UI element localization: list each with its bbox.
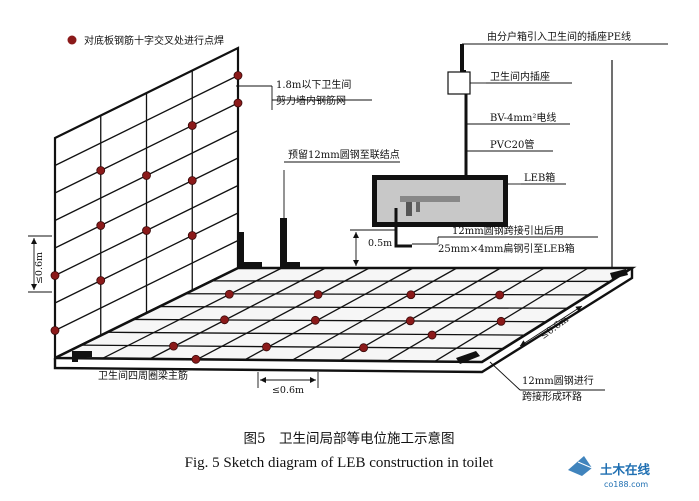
callout-leaders <box>179 82 605 391</box>
weld-dot <box>233 71 243 80</box>
weld-dot <box>310 315 320 325</box>
floor-bar-b <box>185 293 590 296</box>
caption-en: Fig. 5 Sketch diagram of LEB constructio… <box>185 455 495 471</box>
weld-dot <box>187 231 197 240</box>
watermark-sub: co188.com <box>604 480 648 489</box>
pvc-pipe-label: PVC20管 <box>490 138 534 151</box>
weld-dot <box>427 330 437 340</box>
floor-rebar-mesh <box>53 266 637 374</box>
dim-05m <box>350 229 396 269</box>
flat-steel-label-1: 12mm圆钢跨接引出后用 <box>452 224 564 237</box>
legend-weld-dot-icon <box>67 35 77 45</box>
reserve-steel-label: 预留12mm圆钢至联结点 <box>288 148 400 161</box>
floor-bar-a <box>434 267 589 363</box>
floor-bar-b <box>133 318 547 323</box>
weld-dot <box>187 121 197 130</box>
weld-dot <box>359 343 369 353</box>
weld-dot <box>96 166 106 175</box>
dim-wall-spacing <box>28 235 52 293</box>
weld-dot <box>220 315 229 325</box>
toilet-socket-box <box>447 71 471 95</box>
dim-floor-bottom <box>257 372 319 388</box>
height-05-label: 0.5m <box>368 238 392 249</box>
weld-dot <box>313 290 323 299</box>
floor-bar-a <box>244 267 414 361</box>
weld-dot <box>96 221 106 230</box>
watermark-text: 土木在线 <box>600 462 651 477</box>
legend-label: 对底板钢筋十字交叉处进行点焊 <box>84 34 224 47</box>
weld-dot <box>169 341 178 351</box>
floor-bar-b <box>211 280 611 283</box>
weld-dot <box>142 171 151 180</box>
weld-dot <box>406 290 416 300</box>
wall-mesh-label-2: 剪力墙内钢筋网 <box>276 94 346 107</box>
weld-dot <box>50 271 60 280</box>
toilet-socket-label: 卫生间内插座 <box>490 70 550 83</box>
floor-bar-a <box>386 267 545 362</box>
ring-label-2: 跨接形成环路 <box>522 390 582 403</box>
weld-dot <box>224 289 234 299</box>
weld-dot <box>142 226 151 235</box>
floor-bar-a <box>149 267 326 360</box>
ring-label-1: 12mm圆钢进行 <box>522 374 594 387</box>
floor-bar-a <box>197 267 370 360</box>
beam-rebar-label: 卫生间四周圈梁主筋 <box>98 369 188 382</box>
weld-dot <box>187 176 197 185</box>
weld-dots-group <box>50 71 506 364</box>
wall-mesh-label-1: 1.8m以下卫生间 <box>276 78 351 91</box>
leb-box-label: LEB箱 <box>524 171 555 184</box>
weld-dot <box>191 354 201 364</box>
beam-rebar-perimeter <box>72 218 628 364</box>
weld-dot <box>233 98 243 108</box>
bv-wire-label: BV-4mm²电线 <box>490 111 556 124</box>
watermark-logo: 土木在线 co188.com <box>568 456 651 489</box>
dim-floor-right <box>519 305 583 347</box>
flat-steel-link <box>394 208 412 248</box>
floor-bar-a <box>291 267 458 361</box>
floor-bar-b <box>159 305 568 309</box>
leb-box <box>372 175 508 227</box>
weld-dot <box>96 276 106 285</box>
pe-source-label: 由分户箱引入卫生间的插座PE线 <box>487 30 631 43</box>
caption-cn: 图5 卫生间局部等电位施工示意图 <box>243 430 454 447</box>
wall-spacing-label: ≤0.6m <box>34 252 45 284</box>
weld-dot <box>50 326 60 335</box>
weld-dot <box>262 342 271 352</box>
floor-bar-b <box>81 344 504 350</box>
weld-dot <box>405 316 415 326</box>
socket-wiring <box>447 44 471 176</box>
floor-bar-a <box>102 267 283 360</box>
weld-dot <box>495 290 505 300</box>
floor-bar-b <box>107 331 525 336</box>
weld-dot <box>496 316 506 326</box>
floor-bottom-spacing-label: ≤0.6m <box>272 385 304 396</box>
flat-steel-label-2: 25mm×4mm扁钢引至LEB箱 <box>438 242 575 255</box>
